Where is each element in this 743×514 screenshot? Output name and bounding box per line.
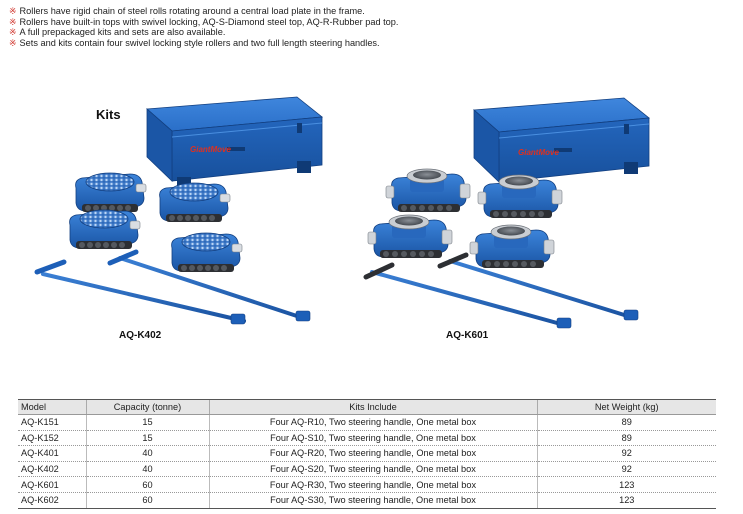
table-row: AQ-K152 15 Four AQ-S10, Two steering han… [18,430,716,447]
cell-capacity: 15 [85,430,209,447]
table-row: AQ-K401 40 Four AQ-R20, Two steering han… [18,445,716,462]
kits-heading: Kits [96,107,121,122]
roller-diamond-top [171,232,243,273]
steering-handle-right [363,252,639,329]
feature-bullet-list: ※Rollers have rigid chain of steel rolls… [9,6,398,48]
cell-model: AQ-K152 [18,430,86,447]
roller-rubber-top [469,224,555,269]
roller-diamond-top [69,209,141,250]
table-header-row: Model Capacity (tonne) Kits Include Net … [18,399,716,415]
cell-model: AQ-K401 [18,445,86,462]
cell-net-weight: 89 [536,414,716,431]
cell-model: AQ-K402 [18,461,86,478]
cell-model: AQ-K151 [18,414,86,431]
table-row: AQ-K601 60 Four AQ-R30, Two steering han… [18,476,716,493]
feature-bullet-text: A full prepackaged kits and sets are als… [19,27,226,38]
feature-bullet: ※Rollers have rigid chain of steel rolls… [9,6,398,17]
cell-kits-include: Four AQ-R20, Two steering handle, One me… [208,445,537,462]
cell-model: AQ-K601 [18,476,86,493]
roller-diamond-top [159,182,231,223]
steering-handle-left [34,249,311,325]
cell-net-weight: 123 [536,492,716,509]
cell-model: AQ-K602 [18,492,86,509]
column-header-model: Model [18,399,86,415]
asterism-icon: ※ [9,16,17,27]
column-header-kits-include: Kits Include [208,399,537,415]
roller-rubber-top [477,174,563,219]
asterism-icon: ※ [9,6,17,16]
table-row: AQ-K402 40 Four AQ-S20, Two steering han… [18,461,716,478]
feature-bullet: ※Sets and kits contain four swivel locki… [9,38,398,49]
product-illustration: GiantMove GiantMove [34,96,650,329]
cell-net-weight: 92 [536,461,716,478]
cell-kits-include: Four AQ-S30, Two steering handle, One me… [208,492,537,509]
cell-net-weight: 92 [536,445,716,462]
roller-diamond-top [75,172,147,213]
feature-bullet: ※Rollers have built-in tops with swivel … [9,17,398,28]
feature-bullet-text: Sets and kits contain four swivel lockin… [19,37,380,48]
roller-rubber-top [367,214,453,259]
metal-box-right: GiantMove [473,97,650,191]
cell-capacity: 60 [85,476,209,493]
cell-kits-include: Four AQ-R10, Two steering handle, One me… [208,414,537,431]
asterism-icon: ※ [9,37,17,48]
cell-capacity: 15 [85,414,209,431]
kit-caption-right: AQ-K601 [446,330,489,341]
column-header-capacity: Capacity (tonne) [85,399,209,415]
feature-bullet-text: Rollers have rigid chain of steel rolls … [19,6,365,16]
brand-logo-text: GiantMove [190,145,231,154]
column-header-net-weight: Net Weight (kg) [536,399,716,415]
table-row: AQ-K151 15 Four AQ-R10, Two steering han… [18,414,716,431]
metal-box-left: GiantMove [146,96,323,190]
feature-bullet-text: Rollers have built-in tops with swivel l… [19,16,399,27]
cell-capacity: 40 [85,445,209,462]
cell-kits-include: Four AQ-S10, Two steering handle, One me… [208,430,537,447]
kit-caption-left: AQ-K402 [119,330,162,341]
roller-rubber-top [385,168,471,213]
cell-net-weight: 89 [536,430,716,447]
table-row: AQ-K602 60 Four AQ-S30, Two steering han… [18,492,716,509]
kit-spec-table: Model Capacity (tonne) Kits Include Net … [18,399,716,509]
cell-capacity: 40 [85,461,209,478]
asterism-icon: ※ [9,27,17,38]
brand-logo-text: GiantMove [518,148,559,157]
cell-capacity: 60 [85,492,209,509]
cell-kits-include: Four AQ-S20, Two steering handle, One me… [208,461,537,478]
feature-bullet: ※A full prepackaged kits and sets are al… [9,27,398,38]
cell-kits-include: Four AQ-R30, Two steering handle, One me… [208,476,537,493]
cell-net-weight: 123 [536,476,716,493]
